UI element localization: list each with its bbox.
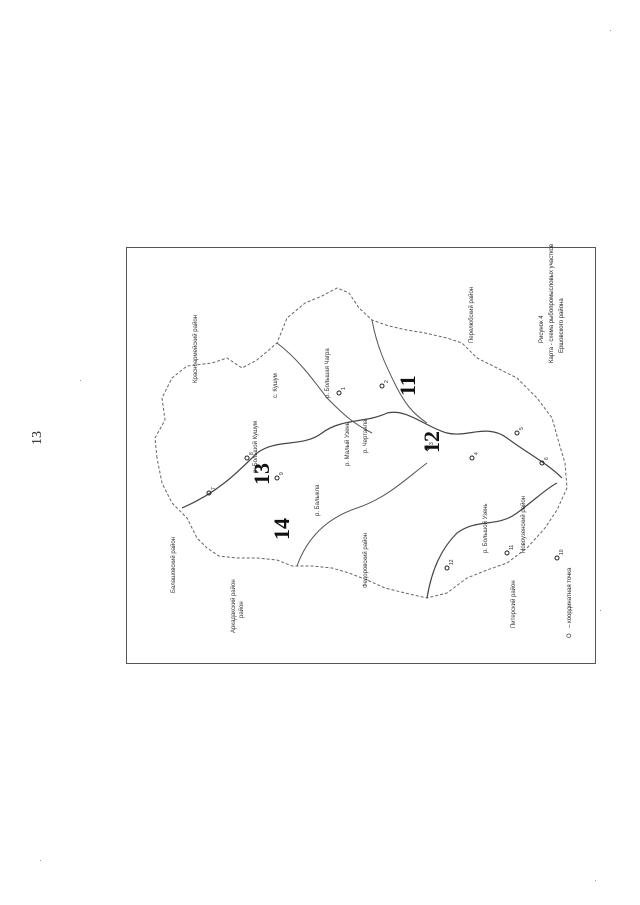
figure-title: Рисунок 4 [539,315,545,343]
river-bolshoy-kushum [181,412,388,509]
coordinate-point [379,383,385,389]
river-bolshoy-uzen [386,411,563,479]
river-label: р. Чертанла [363,419,369,453]
river-label: р. Большой Узень [483,503,489,553]
river-chertanla [276,342,373,434]
figure-caption-line2: Ершовского района [559,298,565,353]
coordinate-point [244,455,250,461]
point-number: 8 [249,452,255,455]
area-number: 11 [395,375,420,396]
river-balykla [296,462,428,567]
point-number: 7 [211,487,217,490]
settlement-label: с. Кушум [273,373,279,398]
coordinate-point [539,460,545,466]
point-number: 3 [429,442,435,445]
coordinate-point [336,390,342,396]
river-label: р. Большая Чагра [325,348,331,398]
district-label: Федоровский район [363,532,369,588]
district-label: Питерский район [511,580,517,628]
scan-speck [610,30,611,31]
point-number: 2 [384,380,390,383]
point-number: 10 [559,549,565,555]
coordinate-point [444,565,450,571]
coordinate-point [274,475,280,481]
river-label: р. Малый Узень [345,422,351,466]
river-bolshaya-chagra [371,319,428,424]
area-number: 14 [269,518,294,540]
district-label: Новоузенский район [521,495,527,553]
river-malyy-uzen [426,482,558,599]
coordinate-point [514,430,520,436]
scan-speck [40,860,41,861]
point-number: 11 [509,544,515,550]
coordinate-point [206,490,212,496]
legend-text: – координатная точка [567,567,573,628]
area-number: 13 [249,463,274,485]
point-number: 12 [449,559,455,565]
district-label: Красноармейский район [193,315,199,383]
district-label: Балашовский район [171,536,177,593]
page-number: 13 [30,431,45,445]
coordinate-point [504,550,510,556]
figure-caption-line1: Карта - схема рыбопромысловых участков [549,243,555,363]
scan-speck [595,880,596,881]
district-label: Аркадакский район [231,579,237,633]
point-number: 6 [544,457,550,460]
legend-symbol: О [567,633,573,638]
scan-speck [80,380,81,381]
point-number: 9 [279,472,285,475]
district-map-outline [154,287,568,599]
scan-speck [600,610,601,611]
river-label: р. Балыкла [315,484,321,516]
coordinate-point [554,555,560,561]
district-label: район [239,601,245,618]
point-number: 5 [519,427,525,430]
map-figure: Балашовский район Красноармейский район … [126,243,596,664]
coordinate-point [469,455,475,461]
point-number: 1 [341,387,347,390]
district-label: Перелюбский район [469,286,475,343]
point-number: 4 [474,452,480,455]
district-boundary [154,287,568,599]
coordinate-point [424,445,430,451]
